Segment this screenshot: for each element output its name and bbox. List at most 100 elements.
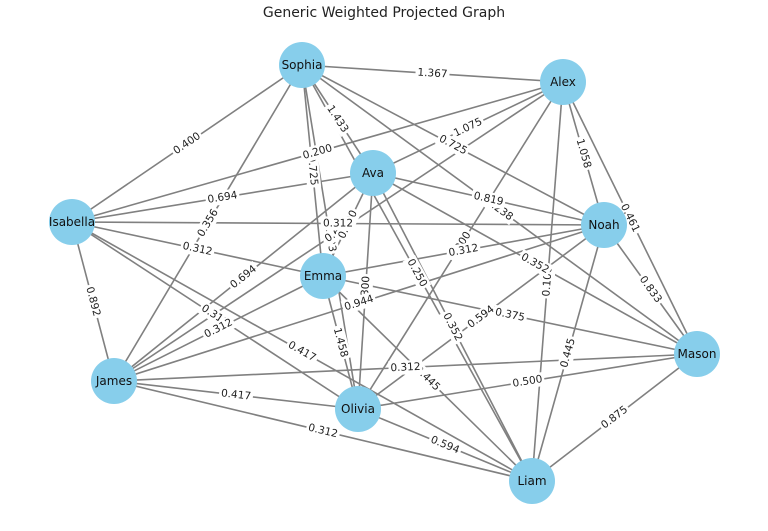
edge-label: 1.058: [572, 135, 595, 172]
node-circle: [350, 150, 396, 196]
node-label: Ava: [362, 166, 384, 180]
node-label: Mason: [678, 347, 717, 361]
edge-weight-label: 0.352: [440, 311, 464, 343]
edge-label-background: [415, 65, 450, 82]
edge-weight-label: 1.367: [417, 67, 448, 81]
edge-label: 0.417: [283, 337, 321, 366]
edge-label-background: [449, 113, 487, 142]
edge-label: 0.250: [402, 254, 432, 292]
node-label: Alex: [550, 75, 576, 89]
edge-label: 0.200: [299, 140, 336, 164]
graph-title: Generic Weighted Projected Graph: [262, 5, 506, 21]
edge-label-background: [304, 420, 342, 442]
edge-label-background: [470, 188, 507, 210]
edge-label-background: [634, 271, 667, 308]
edge-weight-label: 0.694: [207, 189, 239, 206]
edge-weight-label: 0.594: [429, 434, 462, 457]
edge-label-background: [556, 334, 580, 372]
edge-weight-label: 0.725: [305, 155, 320, 186]
edge-label: 1.433: [322, 100, 353, 138]
node-label: Sophia: [282, 58, 323, 72]
node-isabella: Isabella: [49, 199, 95, 245]
edge-label: 0.819: [470, 188, 507, 210]
node-circle: [509, 458, 555, 504]
node-mason: Mason: [674, 331, 720, 377]
edge-weight-label: 0.312: [323, 217, 353, 229]
node-alex: Alex: [540, 59, 586, 105]
edge-label-background: [320, 216, 356, 231]
node-james: James: [91, 358, 137, 404]
edge-label: 0.694: [225, 260, 262, 294]
edge-label-background: [193, 204, 223, 242]
edge-weight-label: 0.352: [519, 251, 551, 276]
edge-label: 0.312: [445, 240, 482, 261]
edge-weight-label: 0.417: [220, 387, 251, 402]
edge-label: 0.594: [426, 432, 464, 458]
edge-label-background: [200, 314, 237, 343]
edge-weight-label: 0.250: [404, 257, 429, 289]
edge-label: 0.312: [304, 420, 342, 442]
edge-label-background: [402, 254, 432, 292]
edge-label: 0.352: [438, 308, 467, 346]
edge-label: 0.417: [218, 386, 254, 404]
edge-labels-layer: 1.3670.4001.4330.7250.3330.7250.3560.250…: [81, 65, 667, 458]
node-circle: [674, 331, 720, 377]
edge-label-background: [438, 308, 467, 346]
edge-label-background: [491, 304, 529, 326]
edge-weight-label: 0.312: [390, 361, 421, 374]
node-label: Noah: [588, 218, 619, 232]
edge-weight-label: 1.075: [452, 116, 484, 140]
edge-label: 0.312: [320, 216, 356, 231]
node-label: Liam: [517, 474, 546, 488]
edge-label: 0.892: [81, 283, 105, 320]
node-circle: [279, 42, 325, 88]
edge-label: 0.500: [509, 371, 546, 392]
node-label: Isabella: [49, 215, 95, 229]
edge-weight-label: 0.312: [448, 242, 480, 259]
edge-label-background: [572, 135, 595, 172]
edge-label: 0.312: [388, 359, 423, 376]
edge-label-background: [218, 386, 254, 404]
edge-label-background: [340, 291, 378, 315]
edge-label: 0.833: [634, 271, 667, 308]
edge-label-background: [516, 249, 554, 278]
edge-label-background: [463, 301, 499, 333]
edge-label: 0.352: [516, 249, 554, 278]
edge-label-background: [426, 432, 464, 458]
node-circle: [91, 358, 137, 404]
edge-weight-label: 0.417: [286, 339, 318, 364]
edge-label: 0.875: [596, 401, 633, 434]
edge-label: 1.367: [415, 65, 450, 82]
edge-label-background: [299, 140, 336, 164]
edge-label-background: [225, 260, 262, 294]
edge-label: 0.400: [169, 128, 205, 159]
edge-label: 0.312: [179, 238, 216, 260]
edge-label: 0.375: [491, 304, 529, 326]
edge-label-background: [81, 283, 105, 320]
edge-weight-label: 0.500: [512, 373, 544, 390]
node-label: Emma: [304, 269, 342, 283]
edge-label-background: [596, 401, 633, 434]
edge-label-background: [616, 199, 644, 237]
node-label: Olivia: [341, 402, 375, 416]
edge-label: 1.458: [329, 324, 352, 361]
node-circle: [335, 386, 381, 432]
edge-label-background: [322, 100, 353, 138]
node-sophia: Sophia: [279, 42, 325, 88]
node-emma: Emma: [300, 253, 346, 299]
edge-label-background: [509, 371, 546, 392]
node-olivia: Olivia: [335, 386, 381, 432]
edge-label-background: [283, 337, 321, 366]
node-circle: [49, 199, 95, 245]
node-circle: [581, 202, 627, 248]
edge-label-background: [434, 130, 472, 160]
edge-label: 0.694: [204, 187, 241, 208]
edge-label-background: [329, 324, 352, 361]
node-circle: [540, 59, 586, 105]
node-label: James: [95, 374, 132, 388]
node-liam: Liam: [509, 458, 555, 504]
edge-label-background: [179, 238, 216, 260]
